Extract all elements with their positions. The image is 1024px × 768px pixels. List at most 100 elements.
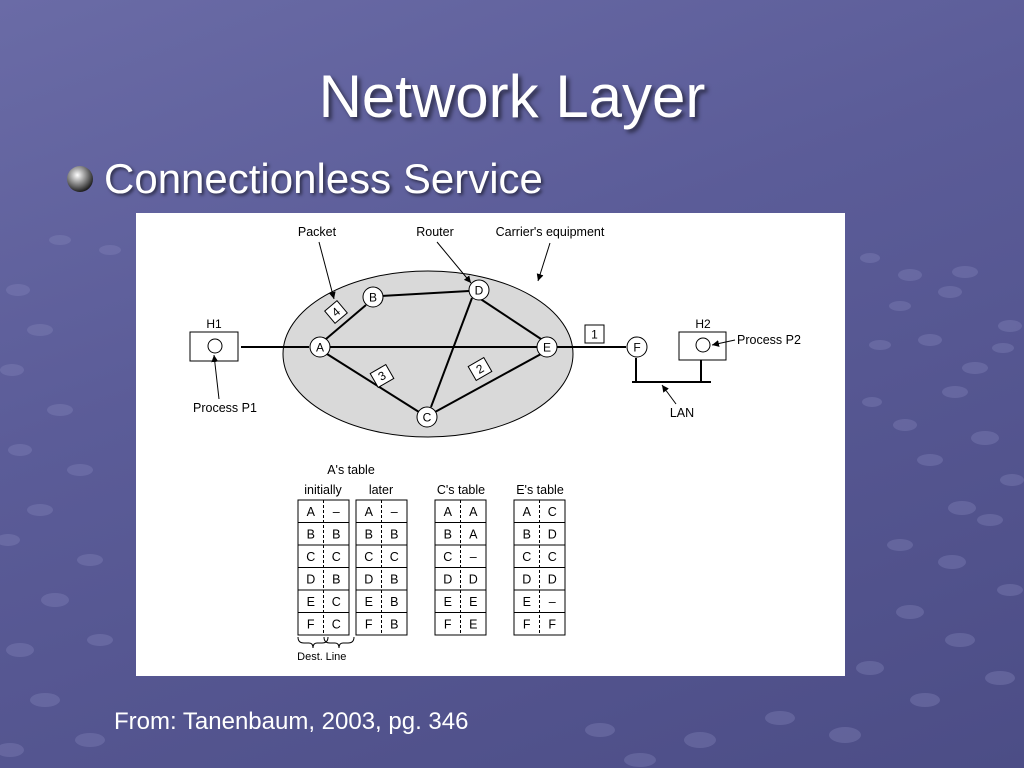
table-dest-cell: E: [523, 595, 531, 609]
table-dest-cell: A: [365, 505, 374, 519]
svg-text:F: F: [633, 341, 640, 355]
table-dest-cell: A: [307, 505, 316, 519]
table-line-cell: D: [548, 527, 557, 541]
table-line-cell: F: [548, 617, 556, 631]
router-e: E: [536, 336, 558, 358]
a-table-title: A's table: [327, 463, 375, 477]
sphere-bullet-icon: [67, 166, 93, 192]
table-dest-cell: F: [444, 617, 452, 631]
table-line-cell: –: [549, 595, 556, 609]
bullet-text: Connectionless Service: [104, 155, 543, 202]
host-h1: H1: [189, 317, 239, 362]
table-line-cell: D: [469, 572, 478, 586]
table-dest-cell: B: [307, 527, 315, 541]
table-line-cell: C: [332, 595, 341, 609]
e-table-label: E's table: [516, 483, 564, 497]
router-b: B: [362, 286, 384, 308]
dest-label: Dest.: [297, 651, 323, 663]
table-dest-cell: C: [443, 550, 452, 564]
svg-text:D: D: [475, 284, 484, 298]
table-line-cell: C: [390, 550, 399, 564]
svg-text:E: E: [543, 341, 551, 355]
c-table-label: C's table: [437, 483, 485, 497]
a-later-label: later: [369, 483, 393, 497]
table-dest-cell: F: [307, 617, 315, 631]
table-line-cell: B: [332, 572, 340, 586]
svg-text:Carrier's equipment: Carrier's equipment: [496, 225, 605, 239]
svg-text:Packet: Packet: [298, 225, 337, 239]
svg-text:Router: Router: [416, 225, 454, 239]
svg-text:LAN: LAN: [670, 406, 694, 420]
table-line-cell: –: [470, 550, 477, 564]
table-dest-cell: F: [365, 617, 373, 631]
router-f: F: [626, 336, 648, 358]
network-diagram: H1 H2 A B C D E F: [189, 225, 801, 663]
table-dest-cell: F: [523, 617, 531, 631]
table-line-cell: E: [469, 595, 477, 609]
table-dest-cell: C: [306, 550, 315, 564]
router-a: A: [309, 336, 331, 358]
table-dest-cell: E: [444, 595, 452, 609]
table-dest-cell: D: [364, 572, 373, 586]
table-dest-cell: A: [523, 505, 532, 519]
table-line-cell: C: [332, 617, 341, 631]
bullet-item: Connectionless Service: [66, 155, 543, 203]
table-line-cell: –: [391, 505, 398, 519]
host-h2: H2: [678, 317, 727, 361]
callout-lan: LAN: [661, 384, 694, 420]
table-line-cell: D: [548, 572, 557, 586]
svg-text:1: 1: [591, 328, 598, 342]
router-c: C: [416, 406, 438, 428]
table-line-cell: B: [390, 595, 398, 609]
table-dest-cell: B: [523, 527, 531, 541]
table-line-cell: C: [548, 550, 557, 564]
packet-3: 3: [369, 363, 395, 389]
line-label: Line: [326, 651, 347, 663]
table-line-cell: –: [333, 505, 340, 519]
svg-text:C: C: [423, 411, 432, 425]
a-initially-label: initially: [304, 483, 342, 497]
table-dest-cell: E: [365, 595, 373, 609]
svg-text:Process P1: Process P1: [193, 401, 257, 415]
packet-1: 1: [584, 324, 605, 344]
network-figure: H1 H2 A B C D E F: [136, 213, 845, 676]
citation: From: Tanenbaum, 2003, pg. 346: [114, 708, 469, 735]
table-dest-cell: E: [307, 595, 315, 609]
table-dest-cell: B: [444, 527, 452, 541]
dest-line-brace: [297, 636, 355, 649]
router-d: D: [468, 279, 490, 301]
table-line-cell: E: [469, 617, 477, 631]
table-dest-cell: B: [365, 527, 373, 541]
table-dest-cell: C: [522, 550, 531, 564]
callout-carrier: Carrier's equipment: [496, 225, 605, 282]
callout-router: Router: [416, 225, 472, 284]
table-dest-cell: D: [443, 572, 452, 586]
table-dest-cell: D: [522, 572, 531, 586]
table-line-cell: B: [390, 617, 398, 631]
table-line-cell: C: [548, 505, 557, 519]
host-h1-label: H1: [206, 317, 222, 331]
table-line-cell: B: [332, 527, 340, 541]
table-dest-cell: D: [306, 572, 315, 586]
table-line-cell: B: [390, 572, 398, 586]
svg-text:A: A: [316, 341, 324, 355]
callout-process-p2: Process P2: [711, 333, 801, 347]
slide-title: Network Layer: [318, 63, 706, 130]
packet-4: 4: [324, 300, 348, 324]
table-line-cell: B: [390, 527, 398, 541]
svg-text:B: B: [369, 291, 377, 305]
svg-text:Process P2: Process P2: [737, 333, 801, 347]
table-dest-cell: A: [444, 505, 453, 519]
table-dest-cell: C: [364, 550, 373, 564]
table-line-cell: A: [469, 505, 478, 519]
packet-2: 2: [467, 356, 493, 382]
callout-packet: Packet: [298, 225, 337, 300]
table-line-cell: C: [332, 550, 341, 564]
host-h2-label: H2: [695, 317, 711, 331]
